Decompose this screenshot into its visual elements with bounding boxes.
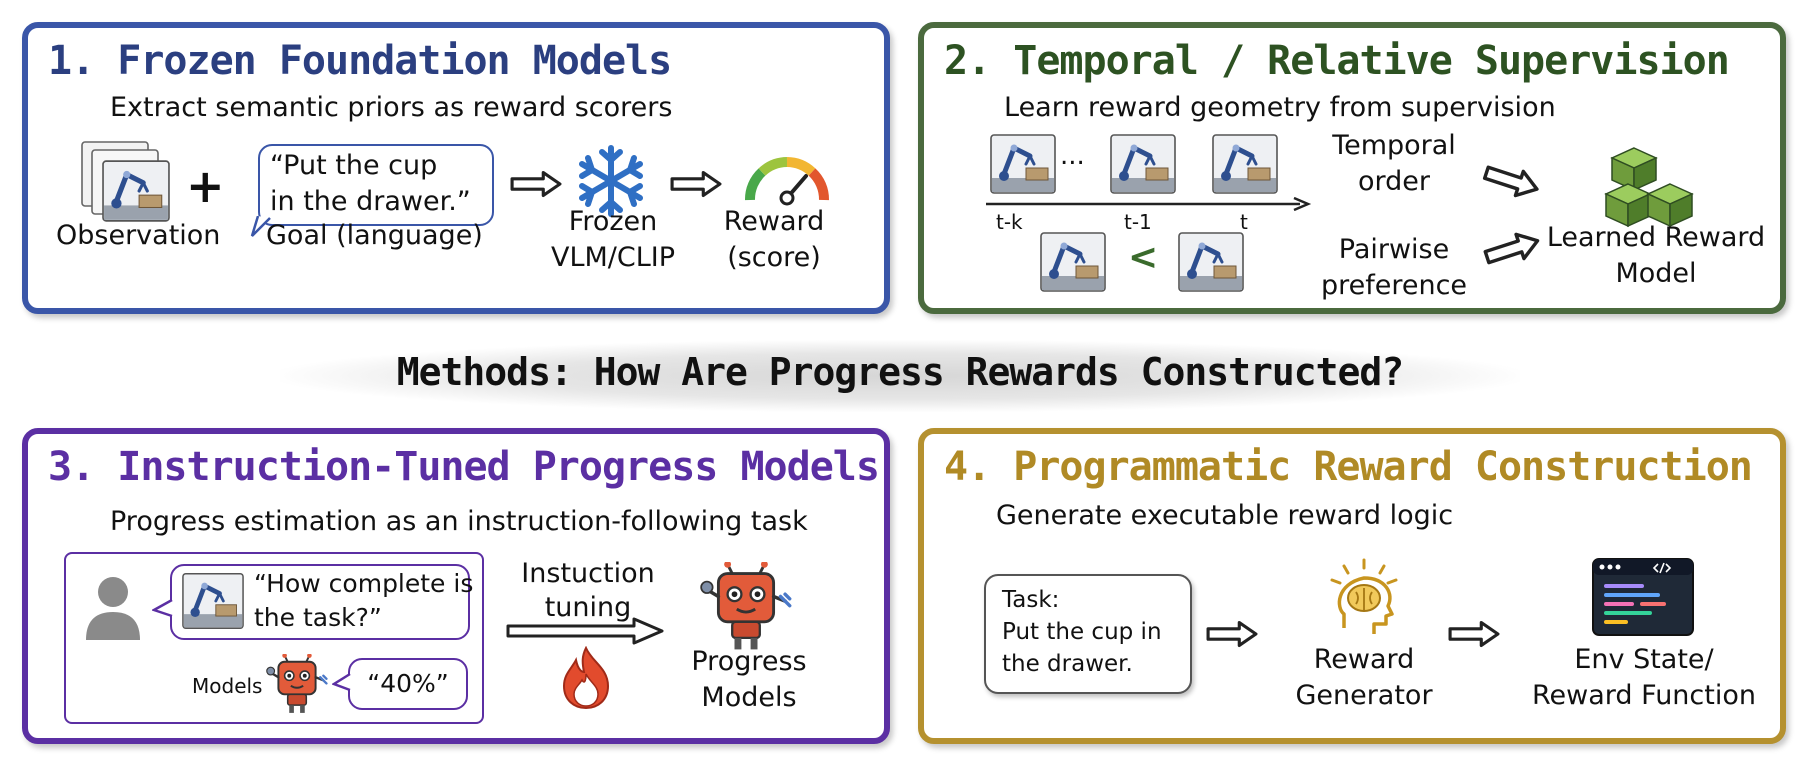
question-line2: the task?”: [254, 603, 382, 632]
question-bubble: “How complete is the task?”: [170, 564, 474, 640]
pairwise-label-line1: Pairwise: [1338, 234, 1450, 265]
panel-frozen-foundation-models: 1. Frozen Foundation Models Extract sema…: [22, 22, 890, 314]
arrow-right-icon: [670, 170, 722, 198]
robot-frame-icon: [990, 134, 1056, 194]
ellipsis: ...: [1060, 141, 1085, 171]
robot-frame-icon: [1212, 134, 1278, 194]
task-box: Task: Put the cup in the drawer.: [984, 574, 1192, 694]
panel-programmatic-reward-construction: 4. Programmatic Reward Construction Gene…: [918, 428, 1786, 744]
brain-head-icon: [1330, 558, 1398, 634]
chat-frame: “How complete is the task?” Models “40%”: [64, 552, 484, 724]
bubble-tail: [250, 216, 271, 237]
fire-icon: [562, 646, 610, 710]
robot-frame-icon: [182, 572, 244, 630]
arrow-right-icon: [1480, 158, 1543, 202]
reward-label-line2: (score): [727, 242, 821, 273]
env-label-line2: Reward Function: [1532, 680, 1756, 711]
reward-label-line1: Reward: [723, 206, 825, 237]
goal-text-line2: in the drawer.”: [270, 186, 471, 217]
task-line3: the drawer.: [1002, 651, 1133, 677]
panel-title: 3. Instruction-Tuned Progress Models: [48, 444, 880, 490]
bubble-tail: [332, 672, 351, 692]
goal-text-line1: “Put the cup: [270, 150, 438, 181]
tick-t-k: t-k: [996, 210, 1023, 234]
cubes-icon: [1604, 147, 1694, 228]
robot-mascot-icon: [700, 562, 792, 652]
temporal-label-line1: Temporal: [1332, 130, 1456, 161]
center-title: Methods: How Are Progress Rewards Constr…: [396, 350, 1404, 394]
panel-subtitle: Progress estimation as an instruction-fo…: [110, 506, 808, 537]
frozen-label-line1: Frozen: [568, 206, 658, 237]
answer-text: “40%”: [367, 669, 449, 698]
panel-title: 4. Programmatic Reward Construction: [944, 444, 1753, 490]
instruction-label-line2: tuning: [544, 592, 632, 623]
arrow-right-icon: [1206, 620, 1258, 648]
observation-label: Observation: [56, 220, 221, 251]
robot-frame-icon: [1040, 232, 1106, 292]
models-label: Models: [192, 674, 263, 698]
gauge-icon: [745, 157, 829, 206]
learned-label-line1: Learned Reward: [1546, 222, 1766, 253]
robot-frame-icon: [1110, 134, 1176, 194]
answer-bubble: “40%”: [348, 658, 468, 710]
robot-mascot-icon: [266, 654, 328, 715]
tick-t: t: [1240, 210, 1248, 234]
snowflake-icon: [579, 145, 643, 217]
env-label-line1: Env State/: [1574, 644, 1714, 675]
panel-instruction-tuned-progress-models: 3. Instruction-Tuned Progress Models Pro…: [22, 428, 890, 744]
bubble-tail: [152, 598, 173, 618]
pairwise-label-line2: preference: [1320, 270, 1468, 301]
code-window-icon: [1592, 558, 1694, 636]
question-line1: “How complete is: [254, 569, 474, 598]
frozen-label-line2: VLM/CLIP: [550, 242, 676, 273]
plus-sign: +: [186, 159, 225, 213]
panel-title: 2. Temporal / Relative Supervision: [944, 38, 1730, 84]
panel-subtitle: Extract semantic priors as reward scorer…: [110, 92, 673, 123]
panel-subtitle: Learn reward geometry from supervision: [1004, 92, 1556, 123]
panel-title: 1. Frozen Foundation Models: [48, 38, 672, 84]
temporal-label-line2: order: [1358, 166, 1430, 197]
generator-label-line2: Generator: [1295, 680, 1433, 711]
task-line2: Put the cup in: [1002, 619, 1162, 645]
less-than-sign: <: [1128, 237, 1159, 278]
robot-frame-icon: [1178, 232, 1244, 292]
arrow-right-icon: [1448, 620, 1500, 648]
panel-subtitle: Generate executable reward logic: [996, 500, 1454, 531]
task-line1: Task:: [1002, 587, 1060, 613]
arrow-right-icon: [506, 617, 664, 645]
goal-label: Goal (language): [266, 220, 483, 251]
arrow-right-icon: [510, 170, 562, 198]
goal-speech-bubble: “Put the cup in the drawer.”: [258, 144, 494, 226]
title-brush-band: [280, 340, 1520, 412]
learned-label-line2: Model: [1615, 258, 1697, 289]
tick-t-1: t-1: [1124, 210, 1152, 234]
user-icon: [86, 577, 140, 640]
image-stack-icon: [81, 141, 190, 232]
generator-label-line1: Reward: [1313, 644, 1415, 675]
instruction-label-line1: Instuction: [521, 558, 655, 589]
time-axis: [986, 196, 1312, 212]
progress-label-line2: Models: [701, 682, 797, 713]
progress-label-line1: Progress: [691, 646, 807, 677]
panel-temporal-relative-supervision: 2. Temporal / Relative Supervision Learn…: [918, 22, 1786, 314]
